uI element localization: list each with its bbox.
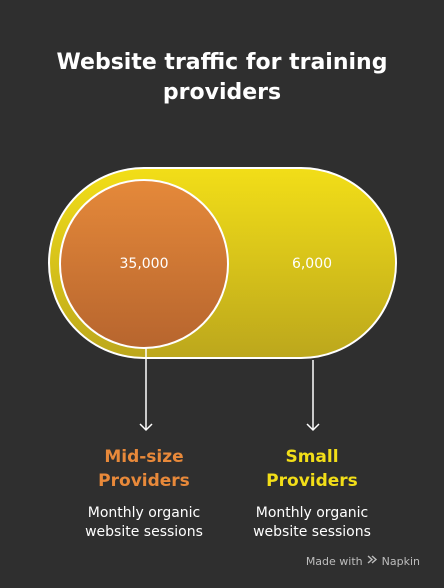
watermark-prefix: Made with xyxy=(305,554,363,568)
small-heading: Small Providers xyxy=(212,445,412,493)
small-value: 6,000 xyxy=(291,256,333,272)
mid-size-heading-line-1: Mid-size xyxy=(104,447,184,467)
mid-size-heading: Mid-size Providers xyxy=(44,445,244,493)
napkin-logo-icon xyxy=(367,554,378,568)
mid-size-description-line-2: website sessions xyxy=(85,524,203,540)
made-with-napkin-watermark: Made with Napkin xyxy=(306,554,420,568)
mid-size-arrow-head xyxy=(139,423,153,432)
title-line-1: Website traffic for training xyxy=(56,50,388,75)
small-description: Monthly organic website sessions xyxy=(212,504,412,542)
small-heading-line-2: Providers xyxy=(266,471,358,491)
small-heading-line-1: Small xyxy=(285,447,339,467)
mid-size-description-line-1: Monthly organic xyxy=(87,505,201,521)
small-description-line-1: Monthly organic xyxy=(255,505,369,521)
small-description-line-2: website sessions xyxy=(253,524,371,540)
small-arrow-head xyxy=(306,423,320,432)
page-title: Website traffic for training providers xyxy=(0,48,444,108)
watermark-brand: Napkin xyxy=(381,554,420,568)
mid-size-providers-circle xyxy=(59,179,229,349)
mid-size-description: Monthly organic website sessions xyxy=(44,504,244,542)
mid-size-value: 35,000 xyxy=(119,256,169,272)
title-line-2: providers xyxy=(162,80,282,105)
mid-size-heading-line-2: Providers xyxy=(98,471,190,491)
